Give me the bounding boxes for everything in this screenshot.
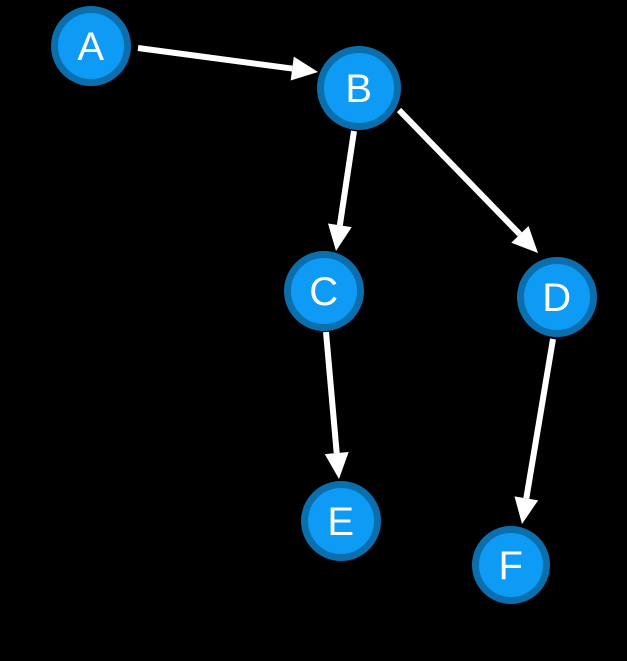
edge-line [137,45,293,72]
node-circle [317,46,401,130]
graph-node-c[interactable]: C [284,251,364,331]
arrowhead-icon [511,225,538,253]
node-circle [51,6,131,86]
node-circle [284,251,364,331]
graph-node-d[interactable]: D [517,257,597,337]
graph-edge-c-e[interactable] [323,331,349,479]
graph-node-a[interactable]: A [51,6,131,86]
edge-line [323,331,340,454]
graph-node-f[interactable]: F [472,526,550,604]
arrowhead-icon [327,223,352,251]
node-circle [472,526,550,604]
node-circle [517,257,597,337]
edge-line [523,338,556,499]
edges-layer [137,45,556,524]
edge-line [336,130,357,226]
arrowhead-icon [324,452,349,479]
graph-edge-a-b[interactable] [137,45,318,81]
edge-line [396,107,523,237]
graph-node-b[interactable]: B [317,46,401,130]
graph-node-e[interactable]: E [301,481,381,561]
graph-edge-b-c[interactable] [327,130,357,251]
node-circle [301,481,381,561]
graph-edge-b-d[interactable] [396,107,538,253]
arrowhead-icon [514,496,539,524]
graph-edge-d-f[interactable] [514,338,556,524]
arrowhead-icon [290,56,318,81]
